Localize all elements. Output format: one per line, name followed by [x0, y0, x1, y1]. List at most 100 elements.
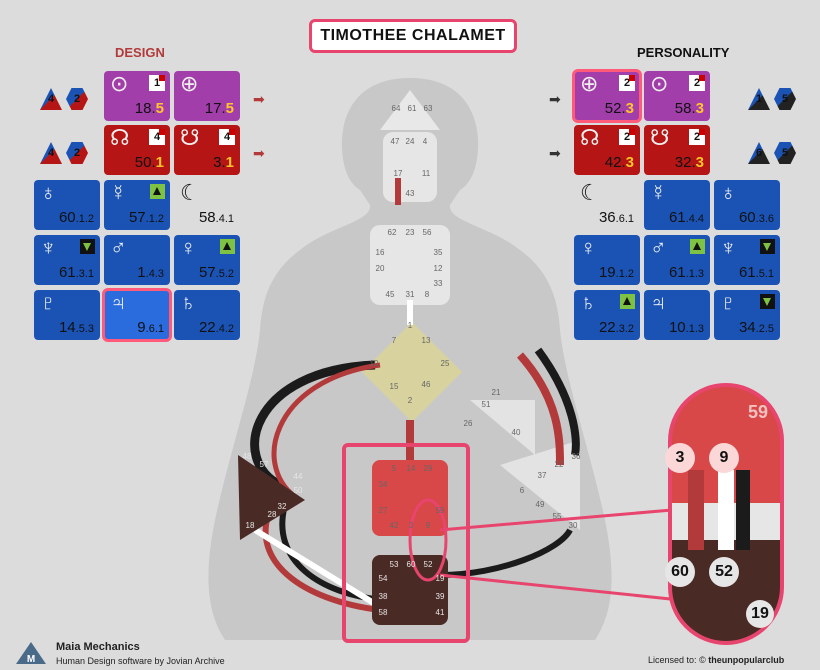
gate-60[interactable]: 60	[406, 560, 416, 569]
gate-40[interactable]: 40	[511, 428, 521, 437]
gate-41[interactable]: 41	[435, 608, 445, 617]
gate-number: 34	[738, 319, 756, 336]
gate-42[interactable]: 42	[389, 521, 399, 530]
gate-22[interactable]: 22	[554, 460, 564, 469]
gate-23[interactable]: 23	[405, 228, 415, 237]
gate-15[interactable]: 15	[389, 382, 399, 391]
gate-54[interactable]: 54	[378, 574, 388, 583]
gate-47[interactable]: 47	[390, 137, 400, 146]
gate-6[interactable]: 6	[519, 486, 525, 495]
gate-24[interactable]: 24	[405, 137, 415, 146]
gate-31[interactable]: 31	[405, 290, 415, 299]
chart-title[interactable]: TIMOTHEE CHALAMET	[309, 19, 517, 53]
gate-3[interactable]: 3	[408, 521, 414, 530]
gate-14[interactable]: 14	[406, 464, 416, 473]
gate-4[interactable]: 4	[422, 137, 428, 146]
design-card-earth[interactable]: ⊕17.5	[174, 71, 240, 121]
gate-30[interactable]: 30	[568, 521, 578, 530]
design-card-mercury[interactable]: ♁60.1.2	[34, 180, 100, 230]
gate-43[interactable]: 43	[405, 189, 415, 198]
saturn-icon: ♄	[180, 290, 197, 315]
gate-50[interactable]: 50	[293, 486, 303, 495]
personality-label: PERSONALITY	[637, 45, 730, 60]
gate-29[interactable]: 29	[423, 464, 433, 473]
gate-2[interactable]: 2	[407, 396, 413, 405]
gate-27[interactable]: 27	[378, 506, 388, 515]
gate-56[interactable]: 56	[422, 228, 432, 237]
gate-62[interactable]: 62	[387, 228, 397, 237]
gate-38[interactable]: 38	[378, 592, 388, 601]
gate-13[interactable]: 13	[421, 336, 431, 345]
personality-card-mars[interactable]: ♂61.1.3	[644, 235, 710, 285]
gate-20[interactable]: 20	[375, 264, 385, 273]
design-card-venus[interactable]: ♀57.5.2	[174, 235, 240, 285]
gate-64[interactable]: 64	[391, 104, 401, 113]
gate-63[interactable]: 63	[423, 104, 433, 113]
personality-card-mercury[interactable]: ☿61.4.4	[644, 180, 710, 230]
gate-57[interactable]: 57	[259, 460, 269, 469]
design-card-pluto[interactable]: ♇14.5.3	[34, 290, 100, 340]
gate-1[interactable]: 1	[407, 321, 413, 330]
gate-45[interactable]: 45	[385, 290, 395, 299]
gate-17[interactable]: 17	[393, 169, 403, 178]
design-card-moon[interactable]: ☾58.4.1	[174, 180, 240, 230]
activation-value: 14.5.3	[59, 319, 94, 336]
gate-37[interactable]: 37	[537, 471, 547, 480]
activation-value: 60.3.6	[739, 209, 774, 226]
gate-8[interactable]: 8	[424, 290, 430, 299]
gate-9[interactable]: 9	[425, 521, 431, 530]
gate-18[interactable]: 18	[245, 521, 255, 530]
design-card-neptune[interactable]: ♆61.3.1	[34, 235, 100, 285]
gate-33[interactable]: 33	[433, 279, 443, 288]
gate-39[interactable]: 39	[435, 592, 445, 601]
design-card-saturn[interactable]: ♄22.4.2	[174, 290, 240, 340]
gate-36[interactable]: 36	[571, 452, 581, 461]
personality-card-pluto[interactable]: ♇34.2.5	[714, 290, 780, 340]
gate-44[interactable]: 44	[293, 472, 303, 481]
activation-value: 18.5	[135, 100, 164, 117]
gate-35[interactable]: 35	[433, 248, 443, 257]
personality-card-saturn[interactable]: ♄22.3.2	[574, 290, 640, 340]
gate-26[interactable]: 26	[463, 419, 473, 428]
gate-46[interactable]: 46	[421, 380, 431, 389]
gate-49[interactable]: 49	[535, 500, 545, 509]
gate-12[interactable]: 12	[433, 264, 443, 273]
gate-55[interactable]: 55	[552, 512, 562, 521]
gate-32[interactable]: 32	[277, 502, 287, 511]
gate-28[interactable]: 28	[267, 510, 277, 519]
gate-59[interactable]: 59	[435, 506, 445, 515]
design-card-mercury[interactable]: ☿57.1.2	[104, 180, 170, 230]
design-card-jupiter[interactable]: ♃9.6.1	[102, 288, 172, 342]
gate-19[interactable]: 19	[435, 574, 445, 583]
gate-61[interactable]: 61	[407, 104, 417, 113]
gate-48[interactable]: 48	[242, 452, 252, 461]
personality-card-jupiter[interactable]: ♃10.1.3	[644, 290, 710, 340]
earth2-icon: ♁	[720, 180, 737, 205]
personality-card-moon[interactable]: ☾36.6.1	[574, 180, 640, 230]
gate-10[interactable]: 10	[369, 359, 379, 368]
personality-card-venus[interactable]: ♀19.1.2	[574, 235, 640, 285]
gate-21[interactable]: 21	[491, 388, 501, 397]
personality-card-neptune[interactable]: ♆61.5.1	[714, 235, 780, 285]
gate-51[interactable]: 51	[481, 400, 491, 409]
gate-16[interactable]: 16	[375, 248, 385, 257]
gate-11[interactable]: 11	[421, 169, 431, 178]
design-card-mars[interactable]: ♂1.4.3	[104, 235, 170, 285]
gate-52[interactable]: 52	[423, 560, 433, 569]
personality-card-earth2[interactable]: ♁60.3.6	[714, 180, 780, 230]
gate-5[interactable]: 5	[391, 464, 397, 473]
channel-36-black	[534, 347, 580, 456]
gate-58[interactable]: 58	[378, 608, 388, 617]
gate-53[interactable]: 53	[389, 560, 399, 569]
badge: 2	[689, 129, 705, 145]
gate-25[interactable]: 25	[440, 359, 450, 368]
gate-34[interactable]: 34	[378, 480, 388, 489]
gate-7[interactable]: 7	[391, 336, 397, 345]
